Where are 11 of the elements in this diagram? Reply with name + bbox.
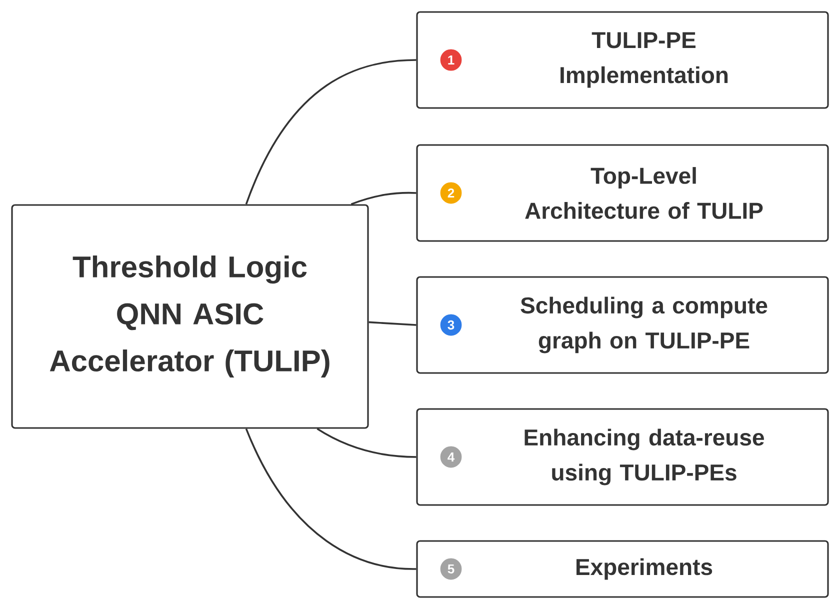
connector: [245, 59, 416, 205]
number-badge: 2: [440, 182, 462, 204]
number-badge: 1: [440, 48, 462, 72]
number-badge: 4: [440, 446, 462, 468]
connector: [316, 428, 416, 458]
connector: [368, 321, 416, 326]
connector: [245, 428, 416, 570]
number-badge: 5: [440, 558, 462, 580]
connector: [350, 192, 416, 206]
topic-box: Threshold Logic QNN ASIC Accelerator (TULIP): [11, 204, 369, 429]
number-badge: 3: [440, 314, 462, 336]
